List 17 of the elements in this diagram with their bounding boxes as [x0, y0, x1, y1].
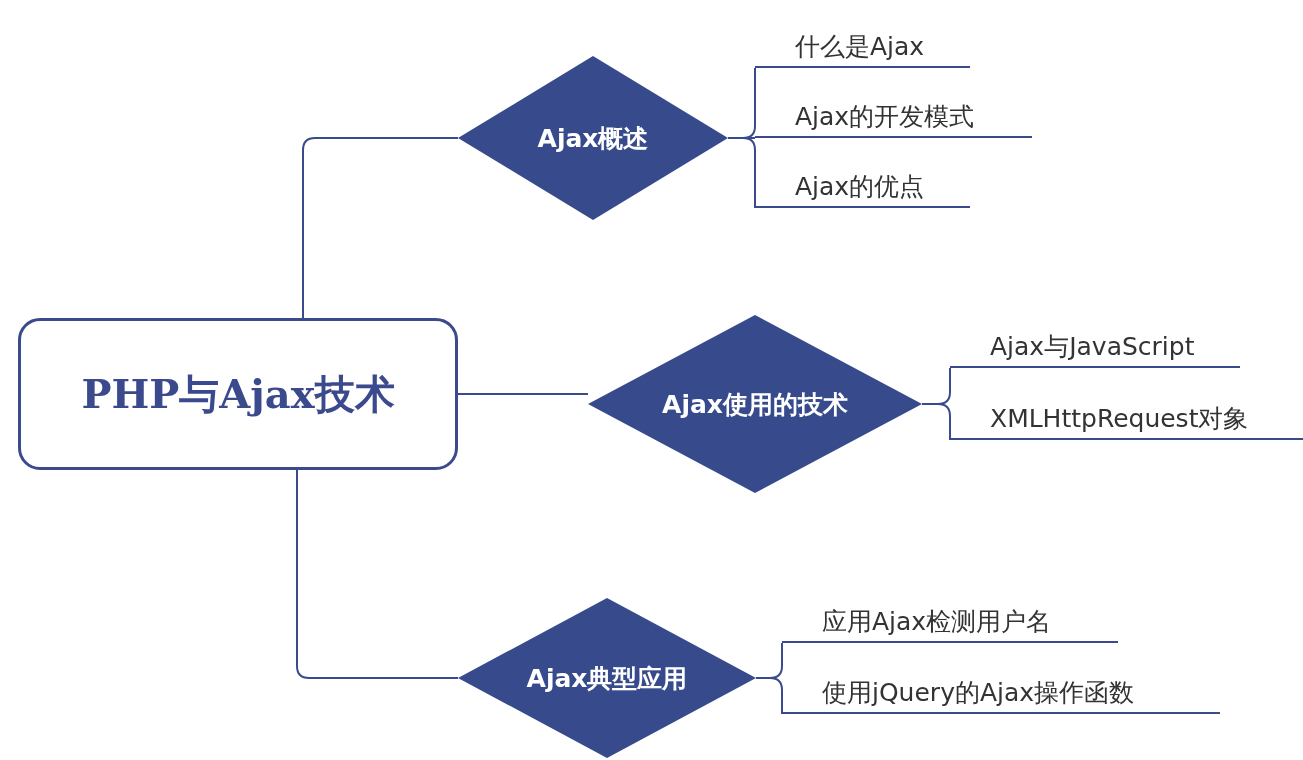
topic-label: Ajax概述 — [537, 122, 649, 155]
subtopic-label: Ajax的开发模式 — [755, 98, 1032, 138]
connector-line — [296, 469, 459, 679]
subtopic-label: 应用Ajax检测用户名 — [782, 603, 1118, 643]
subtopic-label: Ajax的优点 — [755, 168, 970, 208]
subtopic-label: XMLHttpRequest对象 — [950, 400, 1303, 440]
subtopic-label: 什么是Ajax — [755, 28, 970, 68]
connector-line — [457, 393, 589, 395]
subtopic-label: Ajax与JavaScript — [950, 328, 1240, 368]
connector-line — [727, 137, 756, 209]
topic-label: Ajax使用的技术 — [662, 388, 848, 421]
root-box: PHP与Ajax技术 — [18, 318, 458, 470]
topic-label: Ajax典型应用 — [526, 662, 688, 695]
connector-line — [755, 677, 783, 715]
connector-line — [302, 137, 459, 319]
subtopic-label: 使用jQuery的Ajax操作函数 — [782, 674, 1220, 714]
connector-line — [921, 403, 951, 441]
